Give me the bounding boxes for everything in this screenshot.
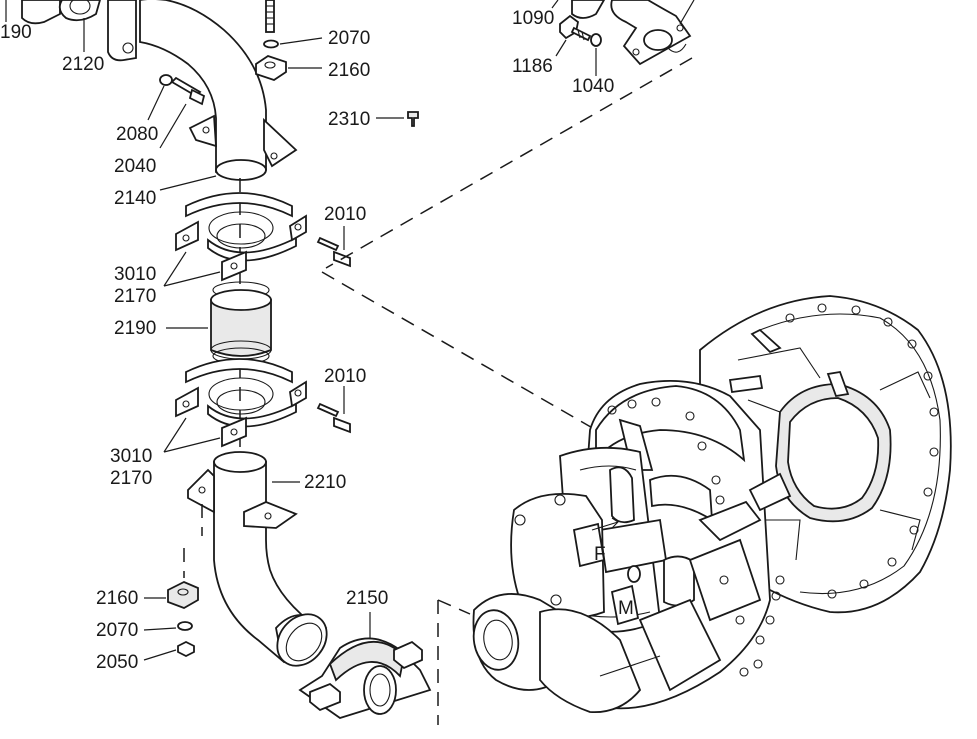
label-2040: 2040 [114,156,156,177]
saddle-clamp-2150 [298,612,432,719]
label-1090: 1090 [512,8,554,29]
label-3010-top: 3010 [114,264,156,285]
label-2170-bot: 2170 [110,468,152,489]
lower-bend-pipe [183,451,328,667]
lower-clamp-set [163,358,351,453]
part-number-labels: 190 2120 2080 2040 2140 2070 2160 2310 1… [0,8,614,673]
lower-hardware [143,581,199,661]
label-1040: 1040 [572,76,614,97]
label-2080: 2080 [116,124,158,145]
label-3010-bot: 3010 [110,446,152,467]
upper-bend-pipe-assembly [5,0,419,191]
label-2010-top: 2010 [324,204,366,225]
label-2050: 2050 [96,652,138,673]
upper-clamp-set [163,192,351,287]
housing-mark-m: M [618,598,634,619]
label-2170-top: 2170 [114,286,156,307]
label-2070-bot: 2070 [96,620,138,641]
label-2210: 2210 [304,472,346,493]
label-2160-bot: 2160 [96,588,138,609]
label-1186: 1186 [512,56,553,77]
label-2140: 2140 [114,188,156,209]
label-2010-bot: 2010 [324,366,366,387]
label-2160-top: 2160 [328,60,370,81]
assembly-line-upper [325,57,693,269]
top-right-flange-parts [551,0,695,76]
main-housing: F M [472,295,952,713]
label-190: 190 [0,22,32,43]
label-2150: 2150 [346,588,388,609]
sleeve-2190 [166,281,272,365]
housing-mark-f: F [594,544,606,565]
label-2120: 2120 [62,54,104,75]
rear-flange-bolts [785,303,939,599]
label-2070-top: 2070 [328,28,370,49]
label-2190: 2190 [114,318,156,339]
assembly-line-lower [321,271,597,431]
label-2310: 2310 [328,109,370,130]
